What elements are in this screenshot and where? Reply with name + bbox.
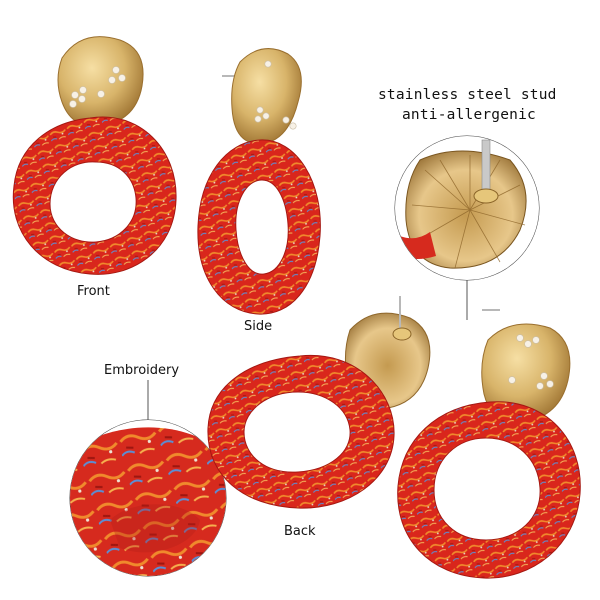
label-front: Front [77,284,110,299]
front-stud-disc [57,36,144,127]
back-left-fabric-hoop [207,354,395,509]
label-stud-feature: anti-allergenic [402,107,536,123]
front-pearls [69,66,126,108]
label-side: Side [244,319,273,334]
front-earring [12,36,177,275]
stud-closeup [394,135,540,320]
front-fabric-hoop [12,116,177,275]
back-right-fabric-hoop [397,401,581,579]
label-back: Back [284,524,316,539]
label-embroidery: Embroidery [104,363,180,378]
embroidery-closeup [69,380,227,577]
side-earring [197,48,321,315]
back-earring-left [207,296,431,509]
back-right-disc [481,323,571,423]
side-fabric-hoop [197,139,321,315]
back-earring-right [397,309,581,579]
back-right-pearls [508,334,554,390]
side-pearls [254,60,297,130]
label-stud-material: stainless steel stud [378,87,557,103]
